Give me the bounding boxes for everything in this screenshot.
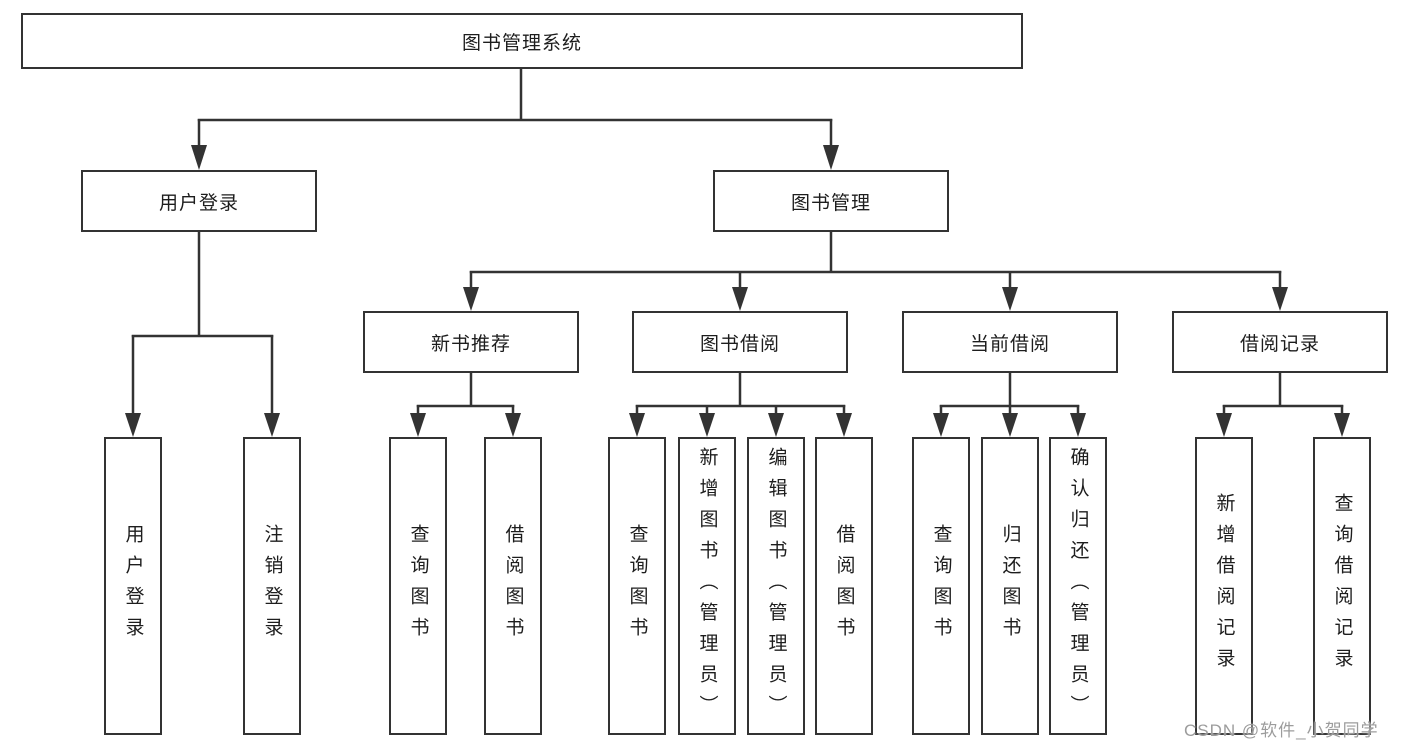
leaf-borrow-book-recommend: 借阅图书 xyxy=(484,437,542,735)
arrowhead xyxy=(125,413,141,437)
leaf-query-book-recommend: 查询图书 xyxy=(389,437,447,735)
node-book-management: 图书管理 xyxy=(713,170,949,232)
arrowhead xyxy=(732,287,748,311)
leaf-confirm-return-admin: 确认归还（管理员） xyxy=(1049,437,1107,735)
connector-book-management-to-level3 xyxy=(463,232,1288,311)
connector-current-borrow-to-features xyxy=(933,373,1086,437)
arrowhead xyxy=(933,413,949,437)
node-user-login: 用户登录 xyxy=(81,170,317,232)
connector-borrow-record-to-features xyxy=(1216,373,1350,437)
leaf-add-book-admin: 新增图书（管理员） xyxy=(678,437,736,735)
arrowhead xyxy=(768,413,784,437)
arrowhead xyxy=(1070,413,1086,437)
arrowhead xyxy=(410,413,426,437)
connector-book-borrow-to-features xyxy=(629,373,852,437)
leaf-logout: 注销登录 xyxy=(243,437,301,735)
node-borrow-record: 借阅记录 xyxy=(1172,311,1388,373)
arrowhead xyxy=(191,145,207,170)
connector-root-to-level2 xyxy=(191,69,839,170)
arrowhead xyxy=(699,413,715,437)
leaf-add-borrow-record: 新增借阅记录 xyxy=(1195,437,1253,735)
arrowhead xyxy=(1334,413,1350,437)
csdn-watermark: CSDN @软件_小贺同学 xyxy=(1184,721,1379,740)
leaf-query-book-current: 查询图书 xyxy=(912,437,970,735)
arrowhead xyxy=(463,287,479,311)
leaf-borrow-book: 借阅图书 xyxy=(815,437,873,735)
arrowhead xyxy=(1216,413,1232,437)
leaf-query-borrow-record: 查询借阅记录 xyxy=(1313,437,1371,735)
connector-new-book-recommend-to-features xyxy=(410,373,521,437)
arrowhead xyxy=(629,413,645,437)
leaf-edit-book-admin: 编辑图书（管理员） xyxy=(747,437,805,735)
leaf-query-book-borrow: 查询图书 xyxy=(608,437,666,735)
arrowhead xyxy=(1002,287,1018,311)
node-book-borrow: 图书借阅 xyxy=(632,311,848,373)
node-new-book-recommend: 新书推荐 xyxy=(363,311,579,373)
arrowhead xyxy=(505,413,521,437)
arrowhead xyxy=(823,145,839,170)
arrowhead xyxy=(1002,413,1018,437)
node-root-system: 图书管理系统 xyxy=(21,13,1023,69)
arrowhead xyxy=(264,413,280,437)
arrowhead xyxy=(836,413,852,437)
connector-user-login-to-features xyxy=(125,232,280,437)
leaf-return-book: 归还图书 xyxy=(981,437,1039,735)
leaf-user-login: 用户登录 xyxy=(104,437,162,735)
arrowhead xyxy=(1272,287,1288,311)
node-current-borrow: 当前借阅 xyxy=(902,311,1118,373)
